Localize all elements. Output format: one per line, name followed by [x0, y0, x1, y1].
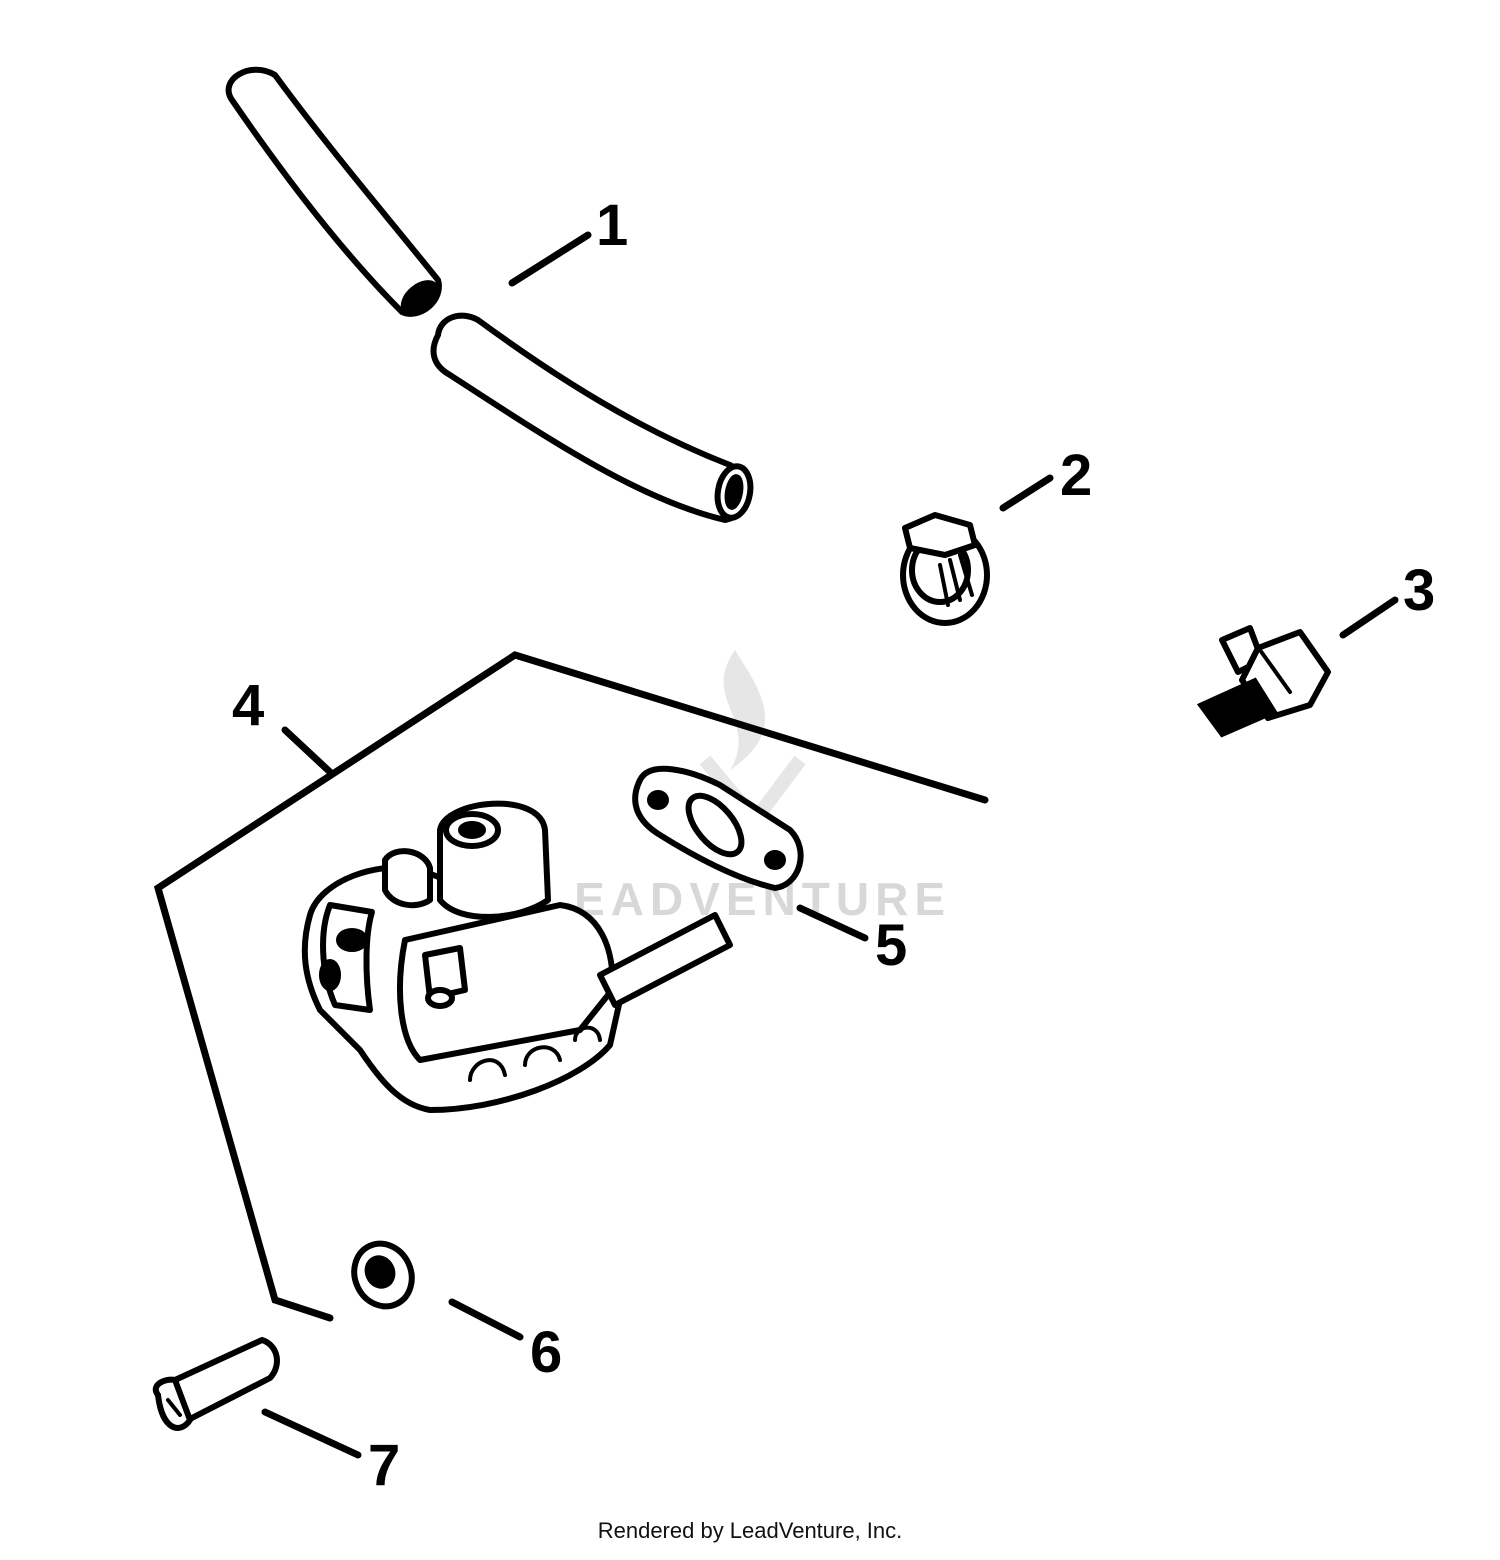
fuel-line-part[interactable] — [225, 66, 755, 523]
leader-lines — [261, 231, 1399, 1459]
callout-7[interactable]: 7 — [368, 1433, 400, 1498]
callout-2[interactable]: 2 — [1060, 443, 1092, 508]
fuel-pump-assembly-part[interactable] — [301, 800, 733, 1113]
rendered-by-credit: Rendered by LeadVenture, Inc. — [598, 1518, 903, 1543]
watermark: LEADVENTURE — [540, 650, 951, 925]
callout-4[interactable]: 4 — [232, 673, 264, 738]
callout-1[interactable]: 1 — [596, 193, 628, 258]
washer-part[interactable] — [344, 1234, 422, 1316]
callout-3[interactable]: 3 — [1403, 558, 1435, 623]
gasket-part[interactable] — [632, 765, 804, 891]
hose-clamp-part[interactable] — [900, 512, 990, 626]
watermark-text: LEADVENTURE — [540, 873, 951, 925]
elbow-fitting-part[interactable] — [1196, 625, 1331, 738]
callout-6[interactable]: 6 — [530, 1320, 562, 1385]
screw-part[interactable] — [152, 1337, 280, 1431]
kit-bracket-line — [153, 651, 989, 1322]
callout-5[interactable]: 5 — [875, 913, 907, 978]
callout-labels: 1 2 3 4 5 6 7 — [232, 193, 1435, 1498]
